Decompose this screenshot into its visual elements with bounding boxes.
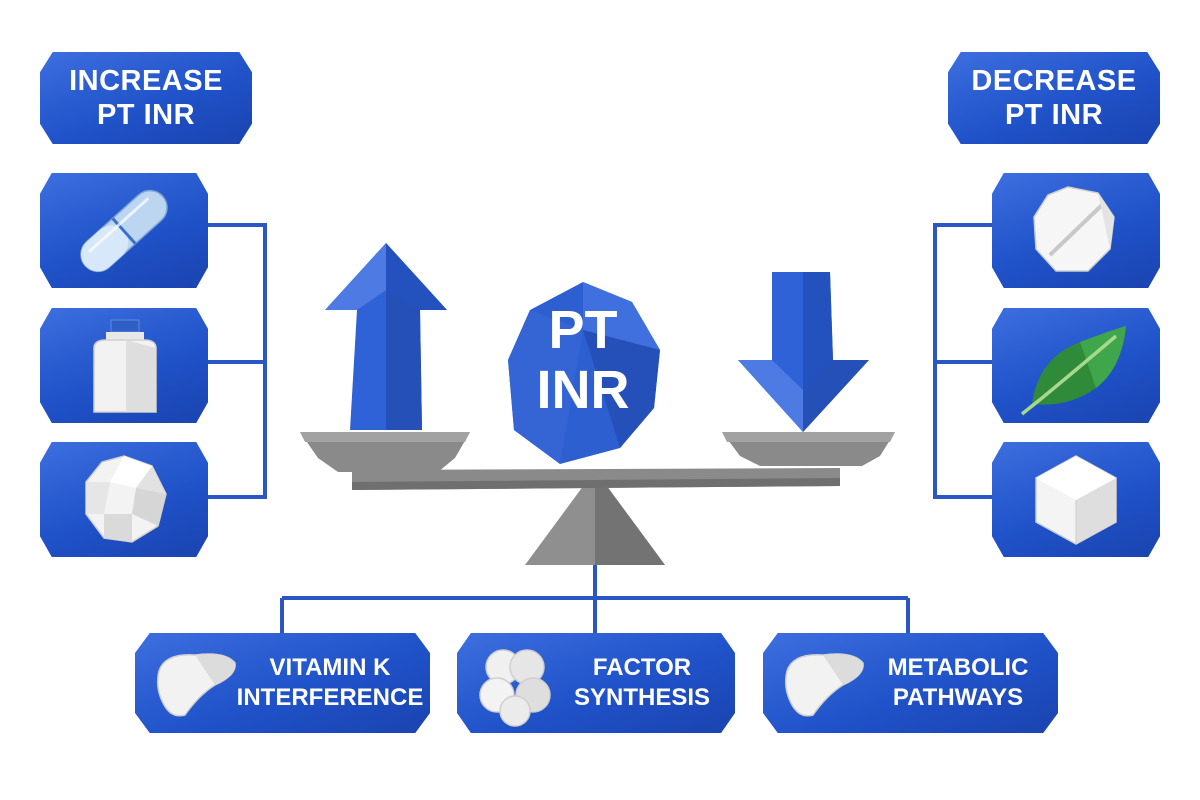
- right-icon-tile-1: [992, 173, 1160, 288]
- leaf-icon: [1020, 326, 1126, 416]
- factor-synthesis-line1: FACTOR: [592, 654, 692, 681]
- liver-icon: [156, 653, 236, 717]
- left-icon-tile-2: [40, 308, 208, 423]
- metabolic-pathways-line2: PATHWAYS: [892, 684, 1024, 711]
- vitamin-k-line2: INTERFERENCE: [236, 684, 424, 711]
- polyhedron-icon: [85, 455, 167, 543]
- decrease-down-arrow-icon: [738, 272, 869, 432]
- cube-icon: [1035, 455, 1117, 545]
- factor-synthesis-box: FACTOR SYNTHESIS: [457, 633, 735, 733]
- right-icon-tile-2: [992, 308, 1160, 423]
- decrease-heading-line2: PT INR: [1004, 99, 1104, 131]
- tablet-icon: [1033, 186, 1115, 272]
- metabolic-pathways-line1: METABOLIC: [887, 654, 1029, 681]
- molecule-cluster-icon: [479, 649, 551, 727]
- capsule-icon: [80, 189, 168, 273]
- metabolic-pathways-box: METABOLIC PATHWAYS: [763, 633, 1058, 733]
- medicine-bottle-icon: [93, 319, 157, 413]
- increase-up-arrow-icon: [325, 243, 447, 430]
- increase-heading-line2: PT INR: [96, 99, 196, 131]
- increase-heading-line1: INCREASE: [69, 65, 223, 97]
- left-icon-tile-1: [40, 173, 208, 288]
- increase-pt-inr-heading: INCREASE PT INR: [40, 52, 252, 144]
- vitamin-k-interference-box: VITAMIN K INTERFERENCE: [135, 633, 430, 733]
- left-icon-tile-3: [40, 442, 208, 557]
- center-label-line1: PT: [548, 300, 618, 360]
- factor-synthesis-line2: SYNTHESIS: [573, 684, 711, 711]
- liver-icon: [784, 653, 864, 717]
- decrease-heading-line1: DECREASE: [971, 65, 1137, 97]
- center-label: PT INR: [508, 300, 658, 420]
- vitamin-k-line1: VITAMIN K: [269, 654, 391, 681]
- pt-inr-center-hub: [508, 282, 660, 464]
- right-icon-tile-3: [992, 442, 1160, 557]
- decrease-pt-inr-heading: DECREASE PT INR: [948, 52, 1160, 144]
- center-label-line2: INR: [536, 360, 630, 420]
